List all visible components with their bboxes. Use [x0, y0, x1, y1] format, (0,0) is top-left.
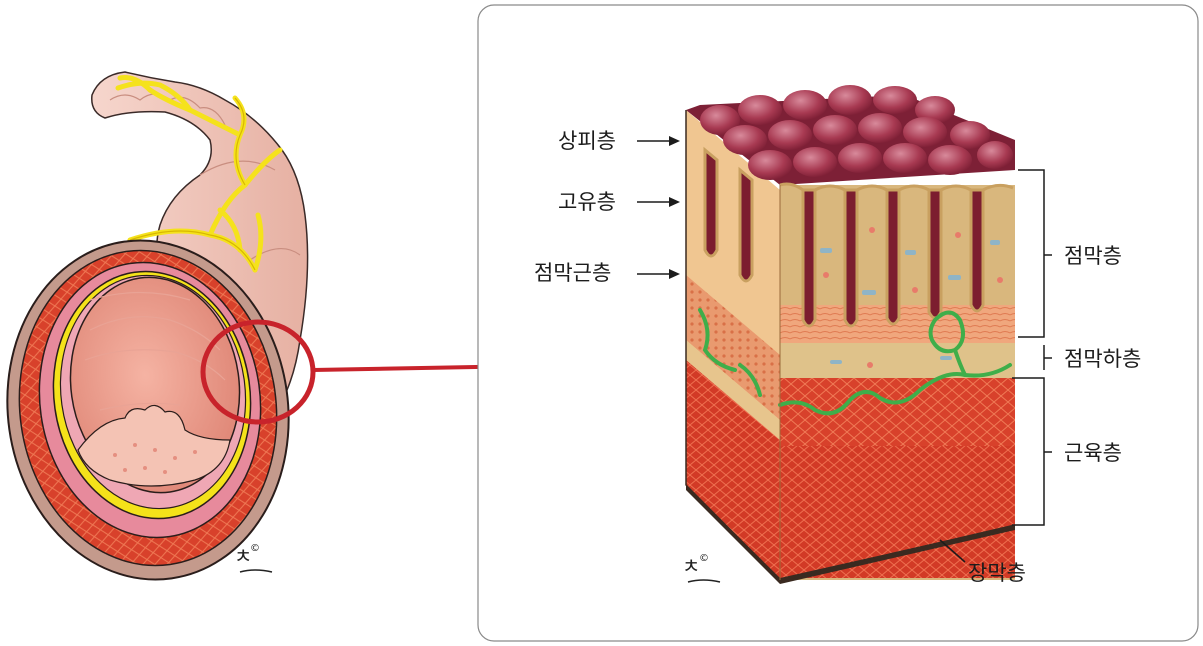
svg-text:©: ©: [699, 553, 709, 564]
svg-text:고유층: 고유층: [558, 190, 616, 214]
svg-text:ㅊ: ㅊ: [682, 554, 700, 578]
outer-muscle-layer: [780, 446, 1015, 578]
label-serosa: 장막층: [968, 561, 1026, 585]
label-mucosa: 점막층: [1064, 244, 1122, 268]
label-submucosa: 점막하층: [1064, 347, 1141, 371]
colon-illustration: ㅊ ©: [0, 72, 310, 598]
svg-text:©: ©: [250, 543, 260, 554]
artist-signature: ㅊ ©: [234, 543, 272, 572]
tissue-block: ㅊ ©: [682, 85, 1015, 584]
inner-muscle-layer: [780, 378, 1015, 448]
svg-text:점막근층: 점막근층: [534, 261, 611, 285]
label-muscularis: 근육층: [1064, 441, 1122, 465]
svg-text:상피층: 상피층: [558, 129, 616, 153]
